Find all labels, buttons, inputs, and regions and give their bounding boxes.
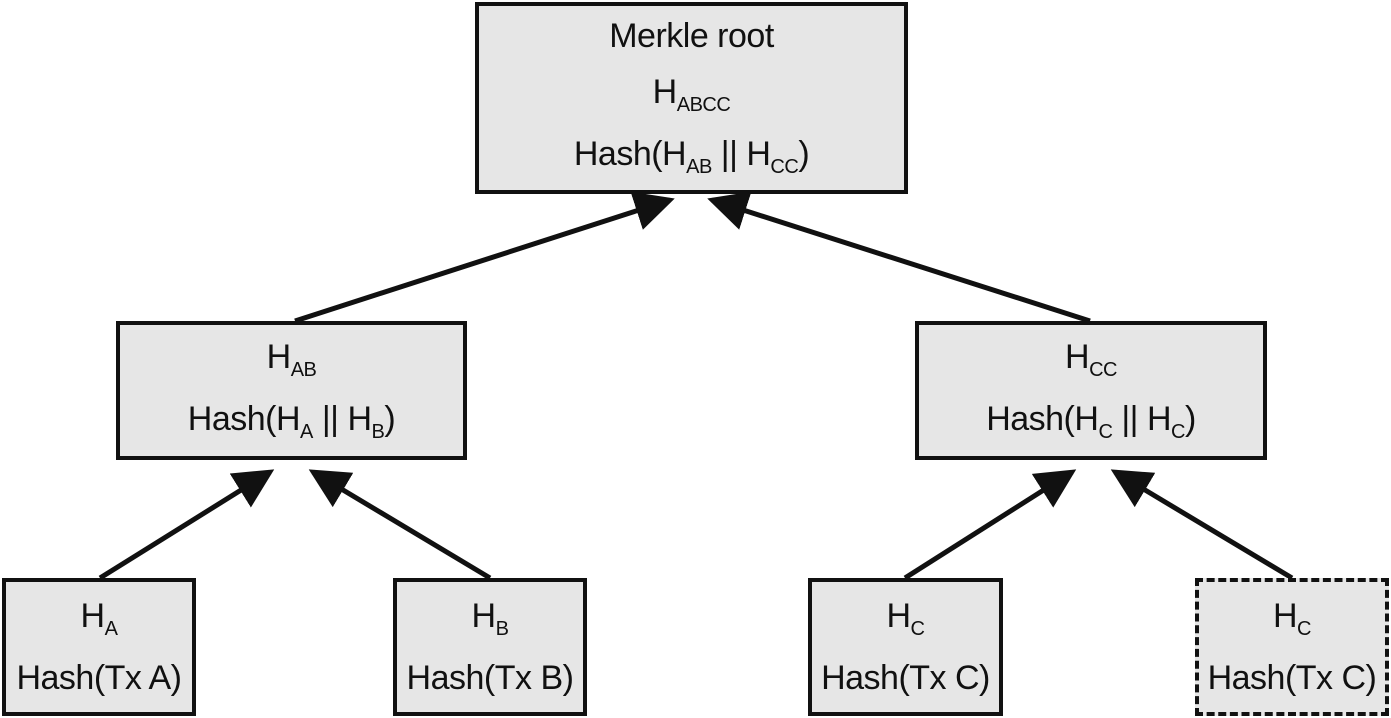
merkle-root-hash-label: HABCC [652,73,731,116]
hash-ab-formula: Hash(HA || HB) [187,399,396,443]
leaf-hash-c-duplicate-formula: Hash(Tx C) [1207,659,1377,697]
hash-ab-label: HAB [266,337,317,381]
merkle-root-title: Merkle root [609,17,774,55]
edge-c-duplicate-to-cc [1110,469,1294,581]
edge-a-to-ab [98,469,275,581]
leaf-hash-c-formula: Hash(Tx C) [821,659,990,697]
leaf-hash-a-formula: Hash(Tx A) [16,659,182,697]
edge-b-to-ab [308,469,492,581]
leaf-hash-a-label: HA [80,597,118,640]
hash-cc-label: HCC [1065,337,1117,381]
leaf-hash-c-duplicate-node: HC Hash(Tx C) [1195,578,1389,716]
merkle-root-node: Merkle root HABCC Hash(HAB || HCC) [475,2,908,194]
hash-cc-formula: Hash(HC || HC) [986,399,1196,443]
leaf-hash-b-formula: Hash(Tx B) [406,659,574,697]
edge-ab-to-root [294,191,675,324]
leaf-hash-b-label: HB [471,597,509,640]
hash-ab-node: HAB Hash(HA || HB) [116,321,467,460]
edge-cc-to-root [707,191,1091,324]
leaf-hash-b-node: HB Hash(Tx B) [393,578,587,716]
leaf-hash-c-node: HC Hash(Tx C) [808,578,1003,716]
leaf-hash-c-label: HC [886,597,925,640]
edge-c-to-cc [903,469,1077,581]
leaf-hash-c-duplicate-label: HC [1272,597,1312,640]
leaf-hash-a-node: HA Hash(Tx A) [2,578,196,716]
hash-cc-node: HCC Hash(HC || HC) [915,321,1267,460]
merkle-root-formula: Hash(HAB || HCC) [573,135,810,178]
